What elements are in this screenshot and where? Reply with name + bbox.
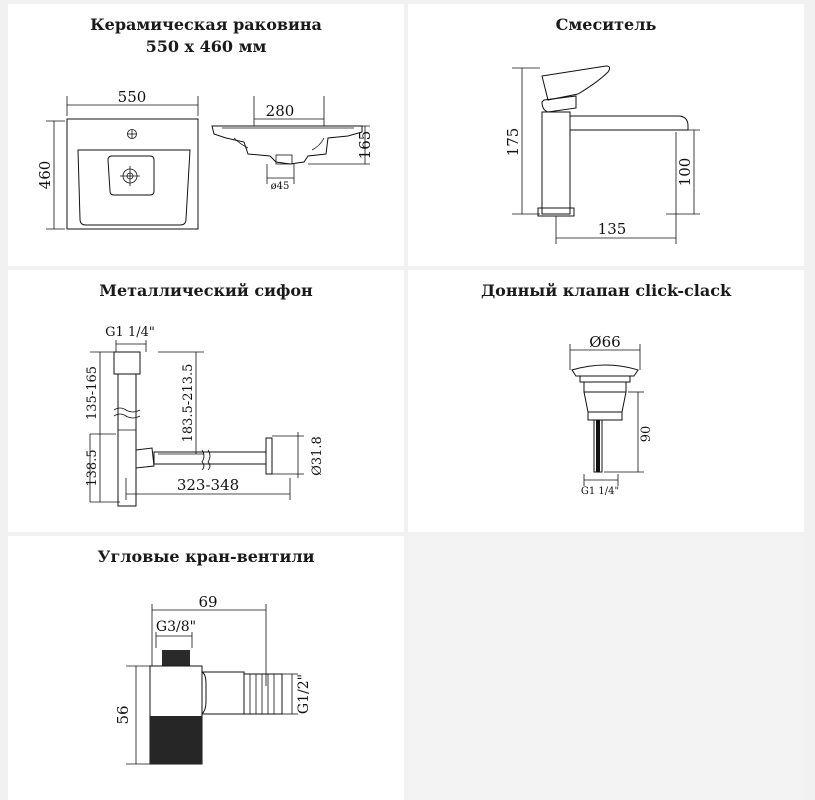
angle-valve-title: Угловые кран-вентили bbox=[97, 547, 315, 566]
sink-dim-width: 550 bbox=[118, 88, 147, 106]
angle-valve-dim-thread-top: G3/8" bbox=[156, 619, 196, 635]
empty-panel bbox=[408, 536, 804, 800]
siphon-panel: Металлический сифон G1 1/4" 135-165 138.… bbox=[8, 270, 404, 532]
sink-dim-side-height: 165 bbox=[356, 131, 374, 160]
siphon-dim-bottom: 138.5 bbox=[85, 449, 100, 486]
siphon-dim-thread: G1 1/4" bbox=[105, 325, 155, 340]
mixer-dim-spout-height: 100 bbox=[676, 158, 694, 187]
mixer-drawing: 175 100 135 bbox=[504, 65, 700, 244]
angle-valve-top-thread bbox=[162, 650, 190, 666]
sink-drawing: 550 460 280 bbox=[36, 88, 374, 230]
valve-cap bbox=[571, 364, 639, 377]
mixer-panel: Смеситель 175 100 135 bbox=[408, 4, 804, 266]
sink-dim-drain: ø45 bbox=[271, 181, 290, 192]
mixer-dim-height-total: 175 bbox=[504, 128, 522, 157]
valve-drawing: Ø66 90 G1 1/4" bbox=[569, 333, 654, 497]
angle-valve-drawing: 69 G3/8" G1/2" 56 bbox=[114, 593, 312, 765]
sink-side-profile bbox=[211, 125, 363, 165]
siphon-tube bbox=[117, 373, 137, 507]
siphon-drawing: G1 1/4" 135-165 138.5 183.5-213.5 bbox=[85, 325, 325, 507]
valve-panel: Донный клапан click-clack Ø66 90 G1 1/4" bbox=[408, 270, 804, 532]
angle-valve-outlet-thread bbox=[243, 673, 283, 715]
sink-outline bbox=[66, 118, 199, 230]
siphon-dim-vertical-range: 183.5-213.5 bbox=[181, 364, 196, 443]
sink-title-line1: Керамическая раковина bbox=[90, 15, 322, 34]
siphon-dim-outlet: Ø31.8 bbox=[310, 436, 325, 476]
siphon-title: Металлический сифон bbox=[99, 281, 313, 300]
mixer-body bbox=[541, 111, 571, 215]
siphon-flange bbox=[265, 437, 273, 475]
sink-dim-side-width: 280 bbox=[266, 102, 295, 120]
angle-valve-dim-thread-side: G1/2" bbox=[296, 674, 312, 714]
sink-basin-recess bbox=[107, 155, 155, 196]
mixer-title: Смеситель bbox=[555, 15, 657, 34]
sink-dim-height: 460 bbox=[36, 161, 54, 190]
siphon-elbow bbox=[135, 447, 155, 469]
mixer-lever bbox=[541, 65, 611, 101]
angle-valve-dim-width: 69 bbox=[198, 593, 217, 611]
valve-title: Донный клапан click-clack bbox=[480, 281, 732, 300]
sink-bowl bbox=[77, 149, 191, 226]
sink-panel: Керамическая раковина 550 x 460 мм 550 4… bbox=[8, 4, 404, 266]
mixer-spout bbox=[569, 115, 689, 131]
angle-valve-knurled-handle bbox=[150, 716, 202, 764]
mixer-base bbox=[537, 207, 575, 217]
valve-dim-thread: G1 1/4" bbox=[581, 486, 619, 497]
angle-valve-panel: Угловые кран-вентили 69 G3/8" G1/2 bbox=[8, 536, 404, 800]
angle-valve-outlet bbox=[202, 671, 245, 715]
mixer-dim-reach: 135 bbox=[598, 220, 627, 238]
angle-valve-dim-height: 56 bbox=[114, 705, 132, 724]
valve-dim-height: 90 bbox=[639, 426, 654, 443]
sink-title-line2: 550 x 460 мм bbox=[145, 37, 267, 56]
siphon-nut bbox=[113, 351, 141, 375]
siphon-dim-top-range: 135-165 bbox=[85, 366, 100, 420]
valve-dim-diameter: Ø66 bbox=[589, 333, 620, 351]
valve-body bbox=[583, 391, 627, 413]
siphon-dim-length-range: 323-348 bbox=[177, 476, 239, 494]
